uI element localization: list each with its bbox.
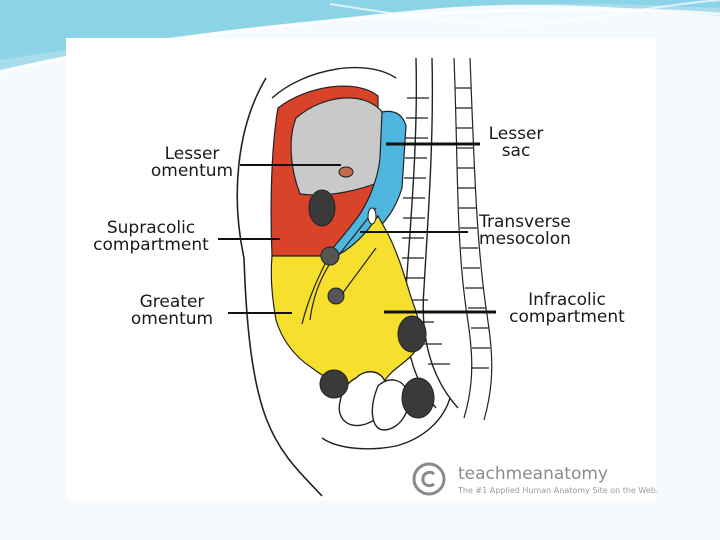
label-supracolic-compartment: Supracolic compartment: [93, 218, 209, 255]
duodenum-section: [367, 207, 377, 225]
pancreas-section: [338, 166, 354, 178]
perineum-outline: [321, 397, 451, 450]
copyright-logo-icon: [412, 462, 446, 496]
label-transverse-mesocolon: Transverse mesocolon: [479, 212, 571, 249]
rectum-section: [401, 377, 435, 419]
label-lesser-sac: Lesser sac: [488, 124, 544, 161]
uterus: [371, 379, 410, 431]
watermark-tagline: The #1 Applied Human Anatomy Site on the…: [458, 486, 659, 495]
small-intestine-section: [327, 287, 345, 305]
diaphragm-outline: [271, 66, 397, 99]
infracolic-compartment-region: [270, 214, 422, 395]
label-lesser-omentum: Lesser omentum: [150, 144, 234, 181]
transverse-colon-section: [320, 246, 340, 266]
label-infracolic-compartment: Infracolic compartment: [509, 290, 625, 327]
liver: [290, 97, 385, 196]
label-greater-omentum: Greater omentum: [130, 292, 214, 329]
peritoneum-sagittal-diagram: [218, 57, 496, 497]
watermark-brand: teachmeanatomy: [458, 464, 608, 484]
vertebral-column: [402, 57, 493, 421]
figure-panel: Lesser omentum Supracolic compartment Gr…: [66, 38, 659, 500]
sigmoid-loop: [397, 315, 427, 353]
stomach-section: [308, 189, 336, 227]
anterior-body-wall: [236, 77, 323, 497]
mesentery-line: [341, 247, 377, 295]
pelvic-loop-left: [319, 369, 349, 399]
